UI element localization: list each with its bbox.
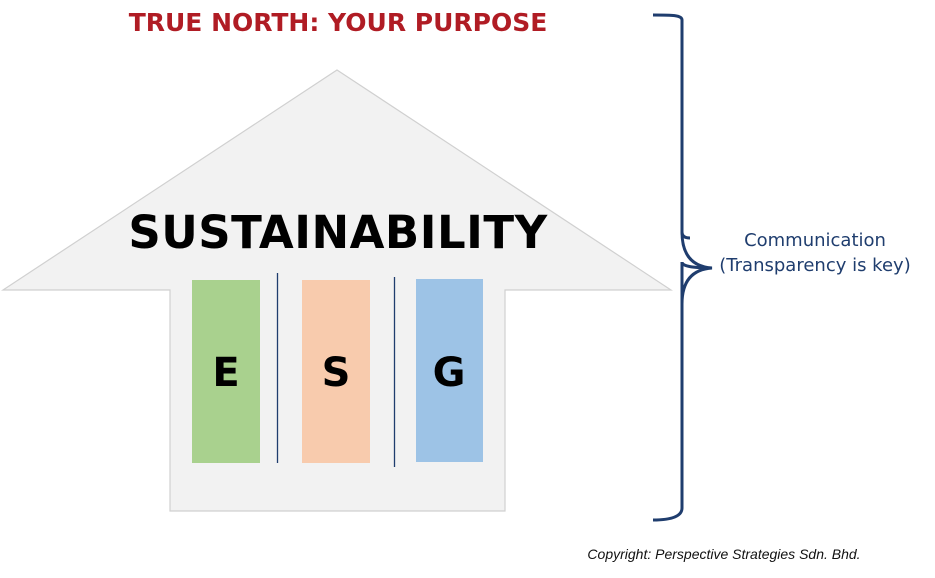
pillar-g-label: G: [432, 350, 466, 396]
copyright-text: Copyright: Perspective Strategies Sdn. B…: [587, 546, 861, 562]
brace-point: [680, 231, 713, 305]
sustainability-label: SUSTAINABILITY: [128, 206, 548, 259]
pillar-e-label: E: [212, 350, 240, 396]
pillar-s-bar: [302, 280, 370, 463]
page-title: TRUE NORTH: YOUR PURPOSE: [128, 8, 548, 37]
pillar-g-bar: [416, 279, 483, 462]
communication-line1: Communication: [744, 230, 886, 251]
pillar-s-label: S: [321, 350, 351, 396]
pillar-e-bar: [192, 280, 260, 463]
communication-note: Communication (Transparency is key): [719, 228, 910, 278]
communication-line2: (Transparency is key): [719, 255, 911, 276]
curly-brace: [652, 13, 713, 522]
